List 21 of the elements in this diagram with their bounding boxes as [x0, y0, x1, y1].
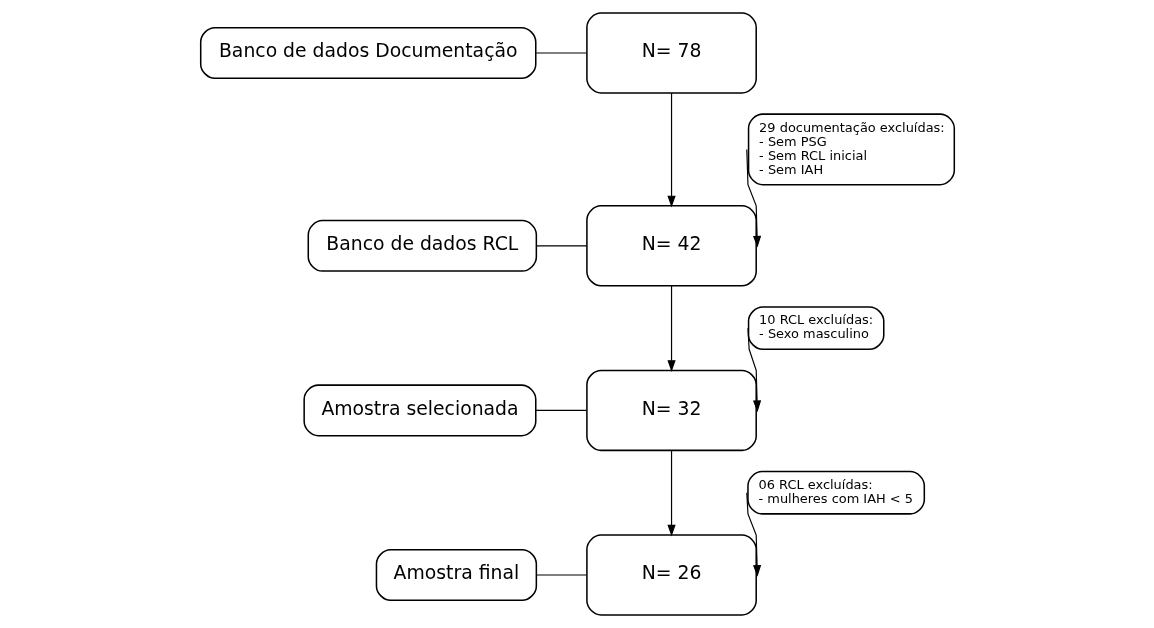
- node-box: 10 RCL excluídas: - Sexo masculino: [747, 306, 885, 351]
- node-box: Banco de dados Documentação: [199, 26, 537, 80]
- arrow: [745, 492, 761, 577]
- connector: [534, 409, 587, 411]
- node-box: Banco de dados RCL: [307, 219, 537, 272]
- node-box: Amostra selecionada: [302, 384, 537, 437]
- node-box: 06 RCL excluídas: - mulheres com IAH < 5: [746, 470, 925, 515]
- connector: [535, 52, 587, 54]
- arrow: [666, 449, 676, 537]
- node-box: N= 42: [585, 205, 757, 287]
- node-box: N= 78: [585, 12, 757, 94]
- arrow: [666, 92, 676, 208]
- connector: [535, 574, 587, 576]
- arrow: [746, 327, 761, 413]
- connector: [535, 245, 587, 247]
- arrow: [666, 285, 676, 372]
- node-box: 29 documentação excluídas: - Sem PSG - Sem RCL inicial - Sem IAH: [747, 113, 955, 186]
- node-box: N= 26: [585, 534, 757, 616]
- node-box: Amostra final: [375, 548, 537, 602]
- arrow: [745, 148, 761, 248]
- node-box: N= 32: [585, 369, 757, 452]
